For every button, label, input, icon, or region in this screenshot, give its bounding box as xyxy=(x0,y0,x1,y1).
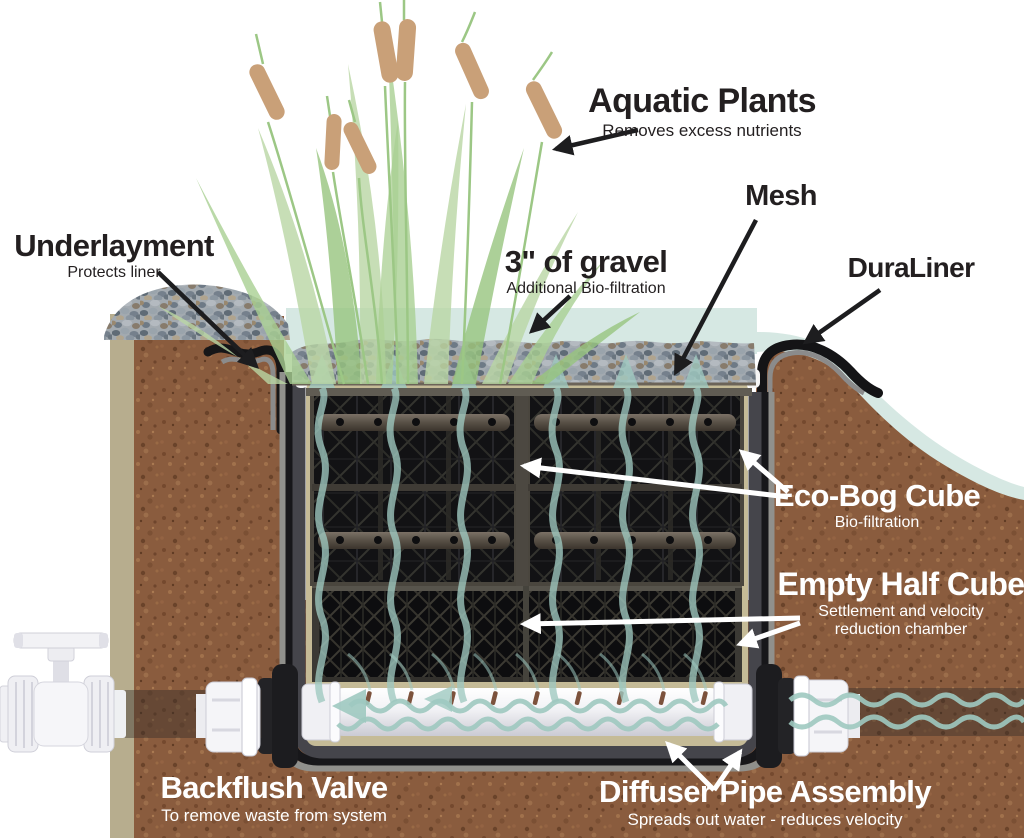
arrow-underlayment xyxy=(156,270,259,369)
arrow-aquatic-plants xyxy=(551,127,639,156)
cattail-plants xyxy=(158,0,640,385)
arrow-mesh xyxy=(674,218,758,376)
arrow-diffuser-left xyxy=(665,741,716,792)
arrow-diffuser-right xyxy=(711,748,743,792)
backflush-valve xyxy=(0,632,126,753)
pipe-couplings xyxy=(196,675,860,757)
arrow-duraliner xyxy=(802,288,882,345)
diffuser-pipe xyxy=(301,681,753,743)
arrow-eco-bog-left xyxy=(519,457,789,500)
arrow-empty-half-left xyxy=(519,613,801,635)
label-arrows xyxy=(156,127,882,792)
cattail-heads xyxy=(249,19,563,174)
soil-left-bank xyxy=(110,314,284,838)
arrow-empty-half-right xyxy=(736,620,801,649)
bulkhead-fittings xyxy=(258,664,796,768)
arrow-eco-bog-right xyxy=(738,449,790,494)
arrow-gravel xyxy=(528,294,572,334)
water-flow-arrows xyxy=(309,354,1024,732)
duraliner-right xyxy=(757,339,883,435)
